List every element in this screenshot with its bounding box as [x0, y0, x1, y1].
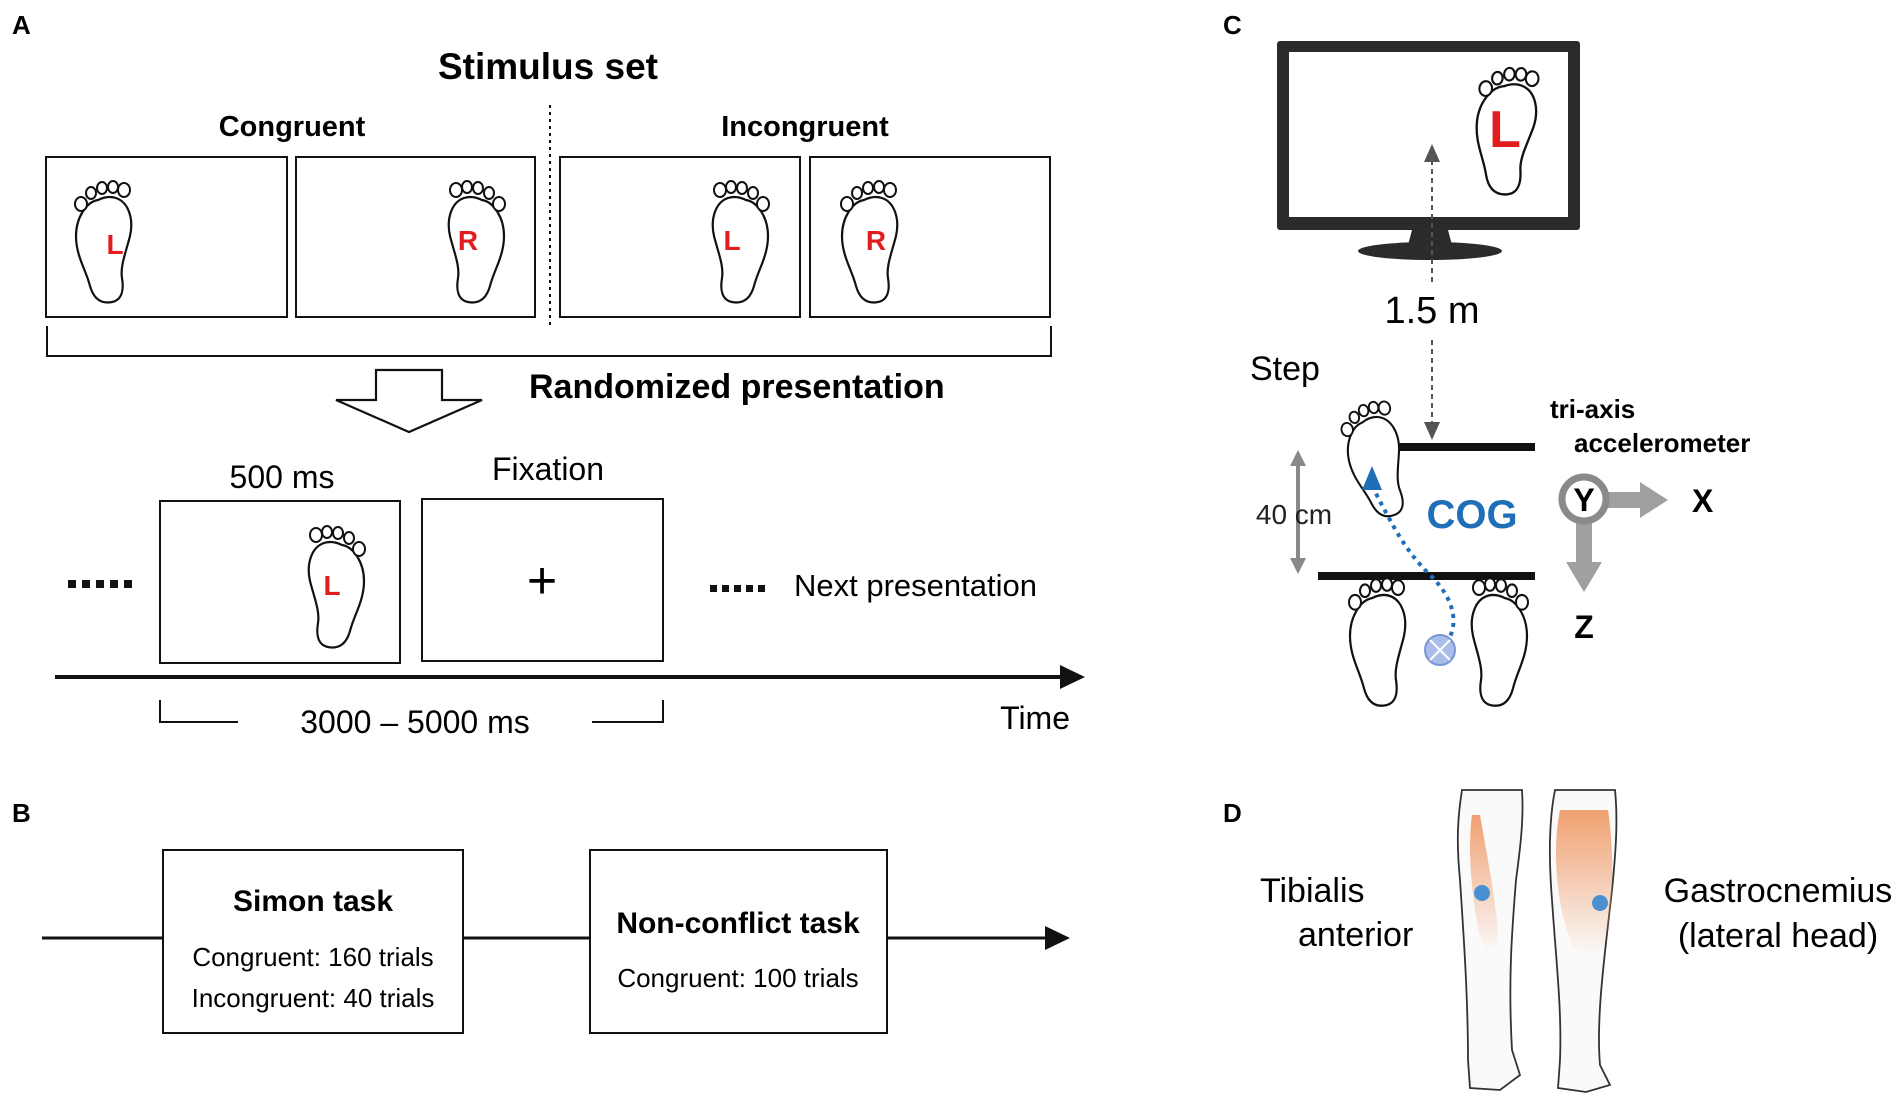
interval-bracket-right	[592, 700, 664, 723]
randomized-presentation-label: Randomized presentation	[529, 368, 945, 406]
x-axis-arrowhead-icon	[1640, 482, 1668, 518]
time-arrowhead-icon	[1060, 665, 1085, 689]
stimulus-letter-3: L	[723, 225, 740, 256]
interval-bracket-left	[159, 700, 238, 723]
axis-x-label: X	[1692, 483, 1714, 519]
monitor-stand	[1358, 242, 1502, 260]
muscle1-label-2: anterior	[1298, 916, 1413, 954]
nonconflict-task-title: Non-conflict task	[616, 907, 860, 940]
muscle1-label-1: Tibialis	[1260, 872, 1365, 910]
stimulus-frame-4	[809, 156, 1051, 318]
gastrocnemius-electrode	[1592, 895, 1608, 911]
stimulus-letter-1: L	[106, 229, 123, 260]
z-axis-arrowhead-icon	[1566, 562, 1602, 592]
stimulus-bracket	[46, 326, 1052, 357]
foot-icon	[1470, 576, 1530, 707]
simon-task-box	[162, 849, 464, 1034]
step-label: Step	[1250, 350, 1320, 388]
interval-label: 3000 – 5000 ms	[300, 704, 530, 740]
duration-label: 500 ms	[230, 459, 335, 495]
incongruent-heading: Incongruent	[721, 111, 889, 143]
panel-c: C L 1.5 m Step 40 cm COG	[1223, 10, 1750, 707]
cog-cross-icon	[1429, 639, 1451, 661]
monitor-letter: L	[1489, 101, 1521, 159]
tibialis-electrode	[1474, 885, 1490, 901]
gastrocnemius-muscle	[1555, 810, 1613, 957]
panel-c-label: C	[1223, 10, 1242, 40]
trailing-dots	[710, 585, 765, 592]
foot-icon	[1347, 576, 1407, 707]
up-arrow-icon	[1290, 450, 1306, 466]
nonconflict-task-box	[589, 849, 888, 1034]
fixation-cross: +	[527, 552, 557, 610]
congruent-heading: Congruent	[219, 111, 366, 143]
muscle2-label-2: (lateral head)	[1678, 917, 1878, 955]
next-presentation-label: Next presentation	[794, 568, 1037, 603]
down-arrow-icon	[1424, 422, 1440, 440]
panel-d: D Tibialis anterior Gastrocnemius (later…	[1223, 789, 1893, 1093]
panel-b-label: B	[12, 798, 31, 828]
foot-icon	[1336, 397, 1415, 524]
simon-incongruent-trials: Incongruent: 40 trials	[192, 983, 435, 1013]
monitor-neck	[1408, 230, 1452, 245]
y-axis-circle	[1558, 473, 1610, 525]
time-label: Time	[1000, 700, 1070, 736]
simon-congruent-trials: Congruent: 160 trials	[192, 942, 433, 972]
down-arrow-icon	[335, 368, 483, 434]
fixation-label: Fixation	[492, 451, 604, 487]
cog-label: COG	[1426, 493, 1517, 537]
panel-b: B Simon task Congruent: 160 trials Incon…	[12, 798, 1070, 1034]
muscle2-label-1: Gastrocnemius	[1664, 872, 1893, 910]
nonconflict-congruent-trials: Congruent: 100 trials	[617, 963, 858, 993]
accelerometer-label-1: tri-axis	[1550, 394, 1635, 424]
procedure-arrowhead-icon	[1045, 926, 1070, 950]
up-arrow-icon	[1424, 144, 1440, 162]
tibialis-muscle	[1470, 815, 1498, 953]
cog-trajectory	[1370, 485, 1456, 652]
accelerometer-label-2: accelerometer	[1574, 428, 1750, 458]
simon-task-title: Simon task	[233, 885, 393, 918]
fixation-frame	[421, 498, 664, 662]
distance-label: 1.5 m	[1384, 290, 1479, 332]
down-arrow-icon	[1290, 558, 1306, 574]
sequence-letter: L	[323, 570, 340, 601]
panel-a: A Stimulus set Congruent Incongruent L R…	[12, 10, 1085, 740]
stimulus-set-title: Stimulus set	[438, 46, 658, 87]
cog-arrowhead-icon	[1362, 466, 1382, 490]
panel-a-label: A	[12, 10, 31, 40]
stimulus-letter-4: R	[866, 225, 886, 256]
axis-y-label: Y	[1573, 482, 1594, 518]
step-height-label: 40 cm	[1256, 499, 1332, 530]
stimulus-letter-2: R	[458, 225, 478, 256]
z-axis-shaft	[1576, 518, 1592, 564]
leading-dots	[68, 580, 132, 588]
panel-d-label: D	[1223, 798, 1242, 828]
axis-z-label: Z	[1574, 609, 1594, 645]
